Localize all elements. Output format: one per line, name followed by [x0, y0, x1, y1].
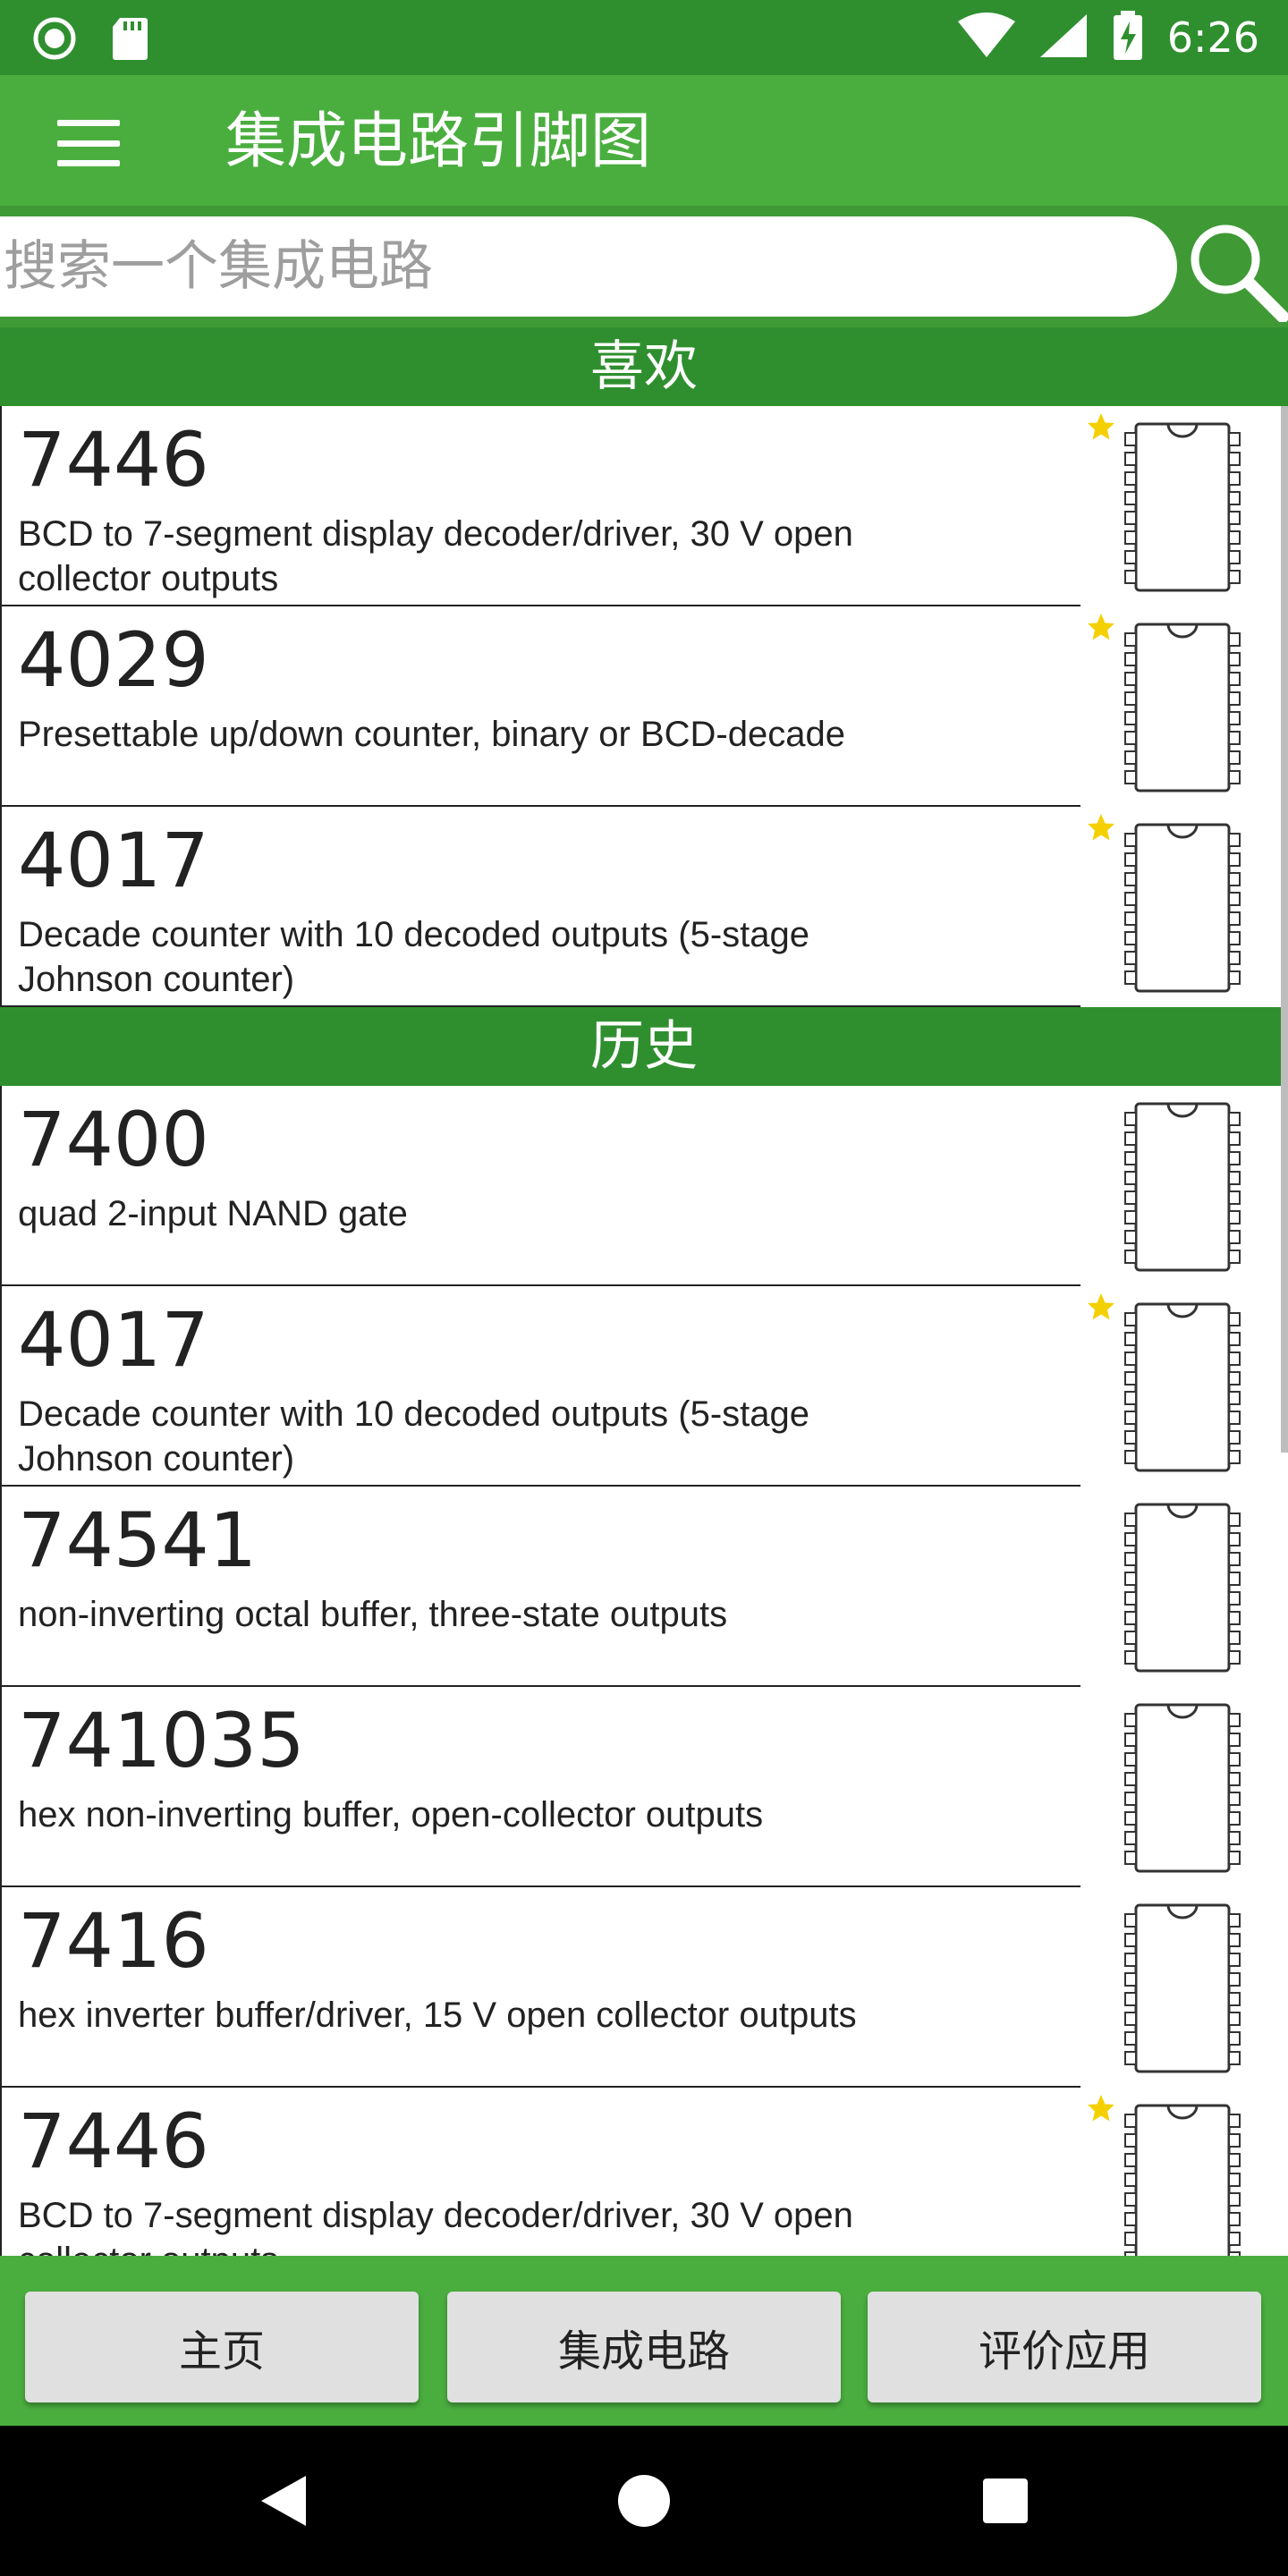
ic-number: 4017	[18, 1296, 209, 1384]
ic-chip-icon	[1122, 1701, 1243, 1875]
bottom-button-bar: 主页 集成电路 评价应用	[0, 2256, 1288, 2426]
favorite-star-icon[interactable]	[1086, 2093, 1116, 2123]
status-time: 6:26	[1166, 13, 1259, 62]
list-item[interactable]: 4017 Decade counter with 10 decoded outp…	[0, 1286, 1288, 1487]
ics-button[interactable]: 集成电路	[447, 2292, 841, 2402]
ic-number: 7400	[18, 1096, 209, 1183]
ic-description: quad 2-input NAND gate	[18, 1194, 408, 1233]
ic-chip-icon	[1122, 420, 1243, 594]
home-button[interactable]: 主页	[25, 2292, 419, 2402]
list-item[interactable]: 4029 Presettable up/down counter, binary…	[0, 606, 1288, 807]
search-bar	[0, 206, 1288, 327]
list-item[interactable]: 7416 hex inverter buffer/driver, 15 V op…	[0, 1887, 1288, 2088]
search-input[interactable]	[0, 216, 1177, 317]
ic-number: 74541	[18, 1496, 258, 1584]
sd-card-icon	[111, 16, 148, 64]
search-icon[interactable]	[1177, 215, 1288, 323]
list-item[interactable]: 7446 BCD to 7-segment display decoder/dr…	[0, 406, 1288, 606]
ic-number: 4017	[18, 817, 209, 904]
favorite-star-icon[interactable]	[1086, 411, 1116, 442]
ic-chip-icon	[1122, 821, 1243, 995]
ic-number: 4029	[18, 616, 209, 704]
ic-description: Decade counter with 10 decoded outputs (…	[18, 915, 810, 999]
favorite-star-icon[interactable]	[1086, 612, 1116, 642]
list-item[interactable]: 7400 quad 2-input NAND gate	[0, 1086, 1288, 1286]
ic-number: 7446	[18, 2097, 209, 2185]
hamburger-menu-icon[interactable]	[48, 116, 129, 170]
circle-status-icon	[32, 16, 77, 64]
system-nav-bar	[0, 2426, 1288, 2576]
list-item[interactable]: 7446 BCD to 7-segment display decoder/dr…	[0, 2088, 1288, 2256]
ic-chip-icon	[1122, 1902, 1243, 2075]
page-title: 集成电路引脚图	[225, 106, 652, 177]
scrollbar-thumb[interactable]	[1281, 406, 1288, 1453]
ic-number: 7446	[18, 416, 209, 504]
wifi-icon	[957, 13, 1015, 63]
home-circle-icon[interactable]	[555, 2426, 733, 2576]
section-header-favorites: 喜欢	[0, 327, 1288, 406]
favorite-star-icon[interactable]	[1086, 812, 1116, 843]
battery-charging-icon	[1112, 11, 1144, 64]
list-item[interactable]: 741035 hex non-inverting buffer, open-co…	[0, 1687, 1288, 1887]
ic-number: 741035	[18, 1697, 305, 1784]
recents-square-icon[interactable]	[916, 2426, 1095, 2576]
ic-description: hex non-inverting buffer, open-collector…	[18, 1795, 764, 1835]
ic-number: 7416	[18, 1897, 209, 1985]
ic-description: BCD to 7-segment display decoder/driver,…	[18, 2196, 853, 2256]
rate-app-button[interactable]: 评价应用	[868, 2292, 1261, 2402]
back-triangle-icon[interactable]	[193, 2426, 372, 2576]
ic-chip-icon	[1122, 1100, 1243, 1274]
ic-chip-icon	[1122, 1301, 1243, 1474]
list-item[interactable]: 74541 non-inverting octal buffer, three-…	[0, 1487, 1288, 1687]
ic-chip-icon	[1122, 1501, 1243, 1674]
app-bar: 集成电路引脚图	[0, 75, 1288, 206]
ic-chip-icon	[1122, 2102, 1243, 2256]
ic-description: Presettable up/down counter, binary or B…	[18, 715, 845, 754]
ic-description: BCD to 7-segment display decoder/driver,…	[18, 514, 853, 598]
ic-description: hex inverter buffer/driver, 15 V open co…	[18, 1996, 857, 2035]
signal-icon	[1038, 13, 1089, 63]
favorites-list: 7446 BCD to 7-segment display decoder/dr…	[0, 406, 1288, 1007]
ic-description: Decade counter with 10 decoded outputs (…	[18, 1394, 810, 1479]
list-item[interactable]: 4017 Decade counter with 10 decoded outp…	[0, 807, 1288, 1007]
ic-description: non-inverting octal buffer, three-state …	[18, 1595, 728, 1634]
status-bar: 6:26	[0, 0, 1288, 75]
ic-list: 喜欢 7446 BCD to 7-segment display decoder…	[0, 327, 1288, 2256]
favorite-star-icon[interactable]	[1086, 1292, 1116, 1322]
history-list: 7400 quad 2-input NAND gate 4017 Decade …	[0, 1086, 1288, 2256]
section-header-history: 历史	[0, 1007, 1288, 1086]
ic-chip-icon	[1122, 621, 1243, 794]
